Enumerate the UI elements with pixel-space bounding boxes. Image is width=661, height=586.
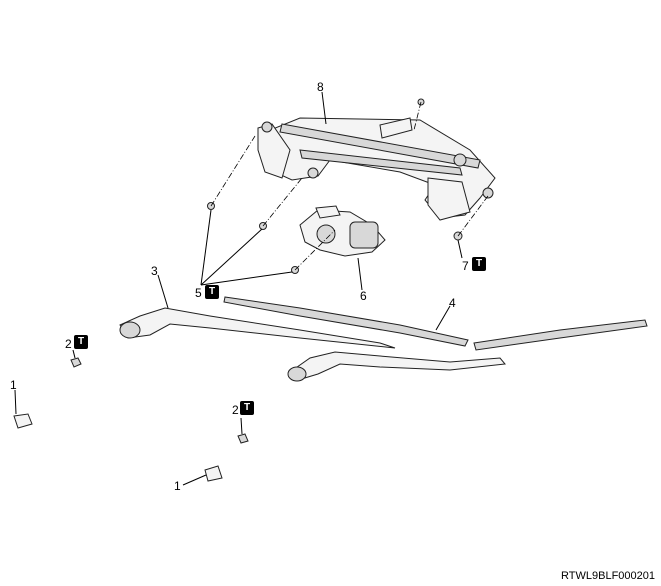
torque-icon-5: T (205, 285, 219, 299)
image-code: RTWL9BLF000201 (561, 570, 655, 582)
alignment-lines (210, 101, 489, 271)
wiper-blade-left (223, 296, 469, 347)
wiper-arm-cap-1a (13, 413, 33, 429)
callout-3: 3 (151, 264, 158, 278)
wiper-arm-left (119, 307, 396, 349)
callout-4: 4 (449, 296, 456, 310)
callout-2b: 2 (232, 403, 239, 417)
torque-icon-7: T (472, 257, 486, 271)
wiper-arm-right (287, 351, 506, 382)
callout-6: 6 (360, 289, 367, 303)
callout-2a: 2 (65, 337, 72, 351)
leader-lines (14, 91, 463, 486)
wiper-blade-right (473, 319, 648, 351)
callout-1b: 1 (174, 479, 181, 493)
wiper-motor (299, 205, 386, 257)
torque-icon-2a: T (74, 335, 88, 349)
nut-2a (70, 357, 82, 368)
callout-8: 8 (317, 80, 324, 94)
bolts-5 (207, 202, 299, 274)
wiper-arm-cap-1b (204, 465, 223, 482)
callout-7: 7 (462, 259, 469, 273)
callout-5: 5 (195, 286, 202, 300)
torque-icon-2b: T (240, 401, 254, 415)
callout-1a: 1 (10, 378, 17, 392)
wiper-link-assembly (257, 117, 496, 221)
nut-2b (237, 433, 249, 444)
